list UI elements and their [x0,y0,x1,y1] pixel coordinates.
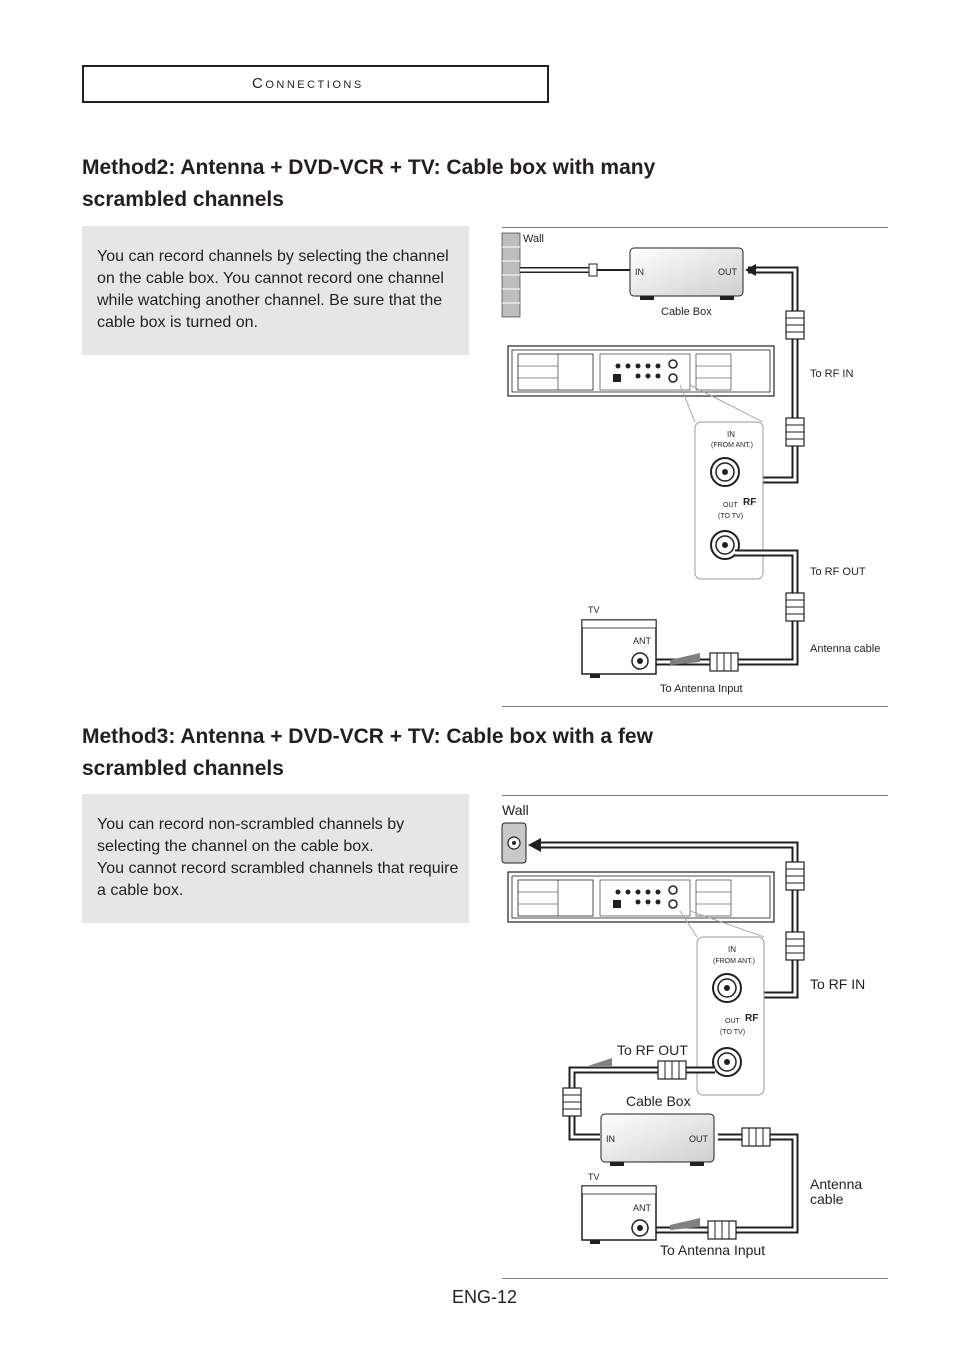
m2-tv-label: TV [588,605,600,615]
m2-antenna-cable: Antenna cable [810,643,880,655]
m2-rf-in-line1: IN [727,430,735,439]
section-header: Connections [82,65,549,103]
m3-arrow-icon-1 [588,1058,612,1066]
method3-heading: Method3: Antenna + DVD-VCR + TV: Cable b… [82,721,822,785]
section-title: Connections [252,75,364,92]
method3-note: You can record non-scrambled channels by… [82,794,469,923]
m2-arrow-icon [670,653,700,665]
m3-tv [581,1185,657,1244]
method2-note: You can record channels by selecting the… [82,226,469,355]
m3-cable-box [600,1113,715,1166]
method3-note-line1: You can record non-scrambled channels by… [97,816,405,855]
m3-rf-out-line1: OUT [725,1018,741,1025]
m3-ant-label: ANT [633,1203,652,1213]
method2-heading-line2: scrambled channels [82,188,284,211]
m2-cable-box-label: Cable Box [661,306,712,318]
m3-to-rf-in: To RF IN [810,976,865,992]
wall-icon [501,232,521,318]
wall-outlet-icon [501,822,527,864]
m2-ant-label: ANT [633,636,652,646]
m3-rf-in-line1: IN [728,945,736,954]
m2-tv [581,619,657,678]
m3-antenna-cable-line1: Antenna [810,1176,862,1192]
method3-diagram: Wall To RF IN IN (FROM ANT.) OUT RF (TO … [501,802,865,1258]
m3-dvd-vcr [507,871,775,923]
method3-diagram-top-rule [502,795,888,796]
method3-note-line2: You cannot record scrambled channels tha… [97,860,459,899]
method2-note-text: You can record channels by selecting the… [97,248,449,331]
m3-rf-in-line2: (FROM ANT.) [713,958,755,965]
m2-rf-out-line2: (TO TV) [718,513,743,520]
method2-diagram-top-rule [502,227,888,228]
m3-to-rf-out: To RF OUT [617,1042,688,1058]
m2-cable-box-out: OUT [718,267,738,277]
m2-dvd-vcr [507,345,775,397]
m2-to-antenna-input: To Antenna Input [660,683,743,695]
m2-to-rf-out: To RF OUT [810,566,866,578]
m3-arrow-icon-2 [670,1218,700,1230]
m2-wall-label: Wall [523,233,544,245]
m2-rf-in-line2: (FROM ANT.) [711,442,753,449]
page-number: ENG-12 [452,1287,518,1307]
m3-to-antenna-input: To Antenna Input [660,1242,765,1258]
m3-cable-box-out: OUT [689,1134,709,1144]
m3-tv-label: TV [588,1172,600,1182]
m3-antenna-cable-line2: cable [810,1191,844,1207]
m2-rf-label: RF [743,497,756,508]
m3-rf-out-line2: (TO TV) [720,1029,745,1036]
m3-cable-box-in: IN [606,1134,615,1144]
method2-heading: Method2: Antenna + DVD-VCR + TV: Cable b… [82,152,822,216]
m2-rf-out-line1: OUT [723,502,739,509]
method3-heading-line2: scrambled channels [82,757,284,780]
method2-diagram: Wall IN OUT Cable Box To RF IN IN (FROM … [501,232,880,695]
m3-rf-label: RF [745,1013,758,1024]
m2-to-rf-in: To RF IN [810,368,853,380]
m3-wall-label: Wall [502,802,529,818]
method2-diagram-bottom-rule [502,706,888,707]
m2-cable-box-in: IN [635,267,644,277]
m2-cable-box [629,247,744,300]
method2-heading-line1: Method2: Antenna + DVD-VCR + TV: Cable b… [82,156,656,179]
method3-heading-line1: Method3: Antenna + DVD-VCR + TV: Cable b… [82,725,653,748]
m3-cable-box-label: Cable Box [626,1093,691,1109]
method3-diagram-bottom-rule [502,1278,888,1279]
